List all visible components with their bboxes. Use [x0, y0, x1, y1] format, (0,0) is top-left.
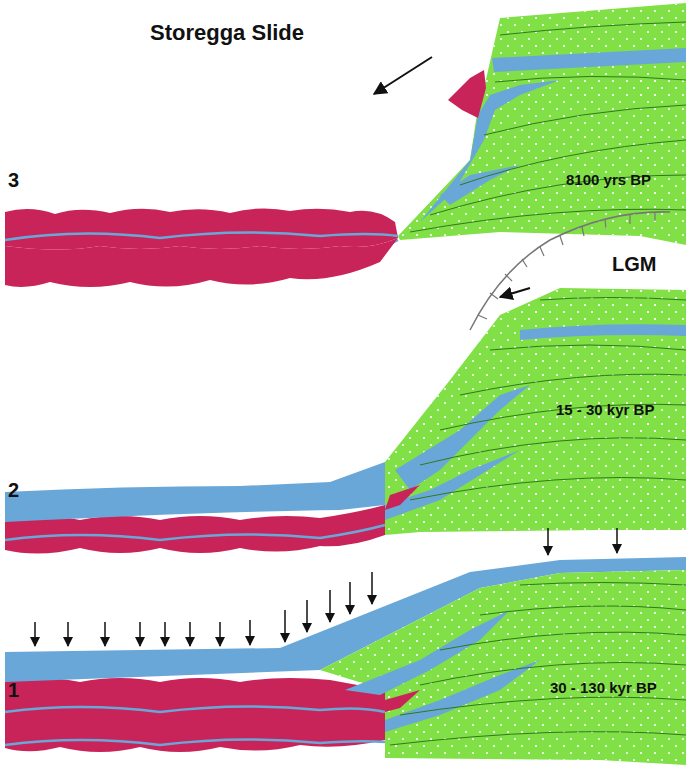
panel-2: [5, 212, 686, 554]
panel-1: [5, 528, 686, 765]
panel-number: 1: [8, 680, 19, 700]
panel-number: 2: [8, 480, 19, 500]
age-label: 15 - 30 kyr BP: [556, 402, 654, 417]
ice-sheet-label: LGM: [612, 254, 656, 274]
age-label: 8100 yrs BP: [566, 172, 651, 187]
age-label: 30 - 130 kyr BP: [550, 680, 657, 695]
panel-3: [5, 3, 686, 287]
panel-number: 3: [8, 170, 19, 190]
slide-title: Storegga Slide: [150, 22, 304, 44]
